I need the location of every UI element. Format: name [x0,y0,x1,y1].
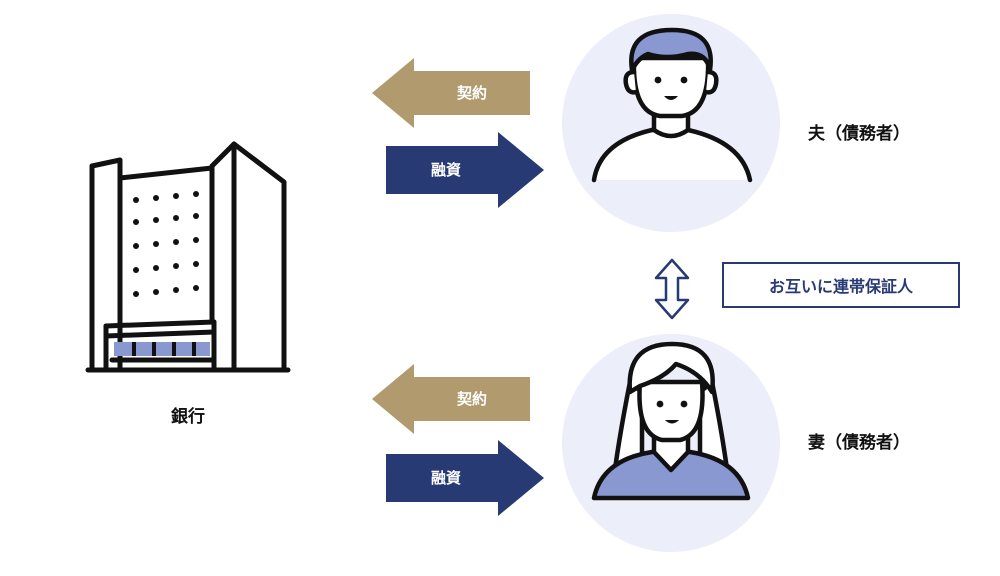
husband-avatar [560,12,782,234]
double-arrow-icon [654,258,690,320]
husband-loan-arrow: 融資 [386,132,544,208]
bank-building-icon [84,138,294,378]
mutual-guarantor-label: お互いに連帯保証人 [722,262,960,308]
husband-contract-arrow: 契約 [372,58,530,128]
husband-contract-label: 契約 [456,84,487,102]
husband-loan-label: 融資 [430,161,461,179]
wife-avatar [560,332,782,554]
husband-label: 夫（債務者） [808,124,910,144]
bank-label: 銀行 [171,407,205,427]
wife-contract-arrow: 契約 [372,364,530,434]
wife-loan-arrow: 融資 [386,440,544,516]
wife-contract-label: 契約 [456,390,487,408]
wife-loan-label: 融資 [430,469,461,487]
wife-label: 妻（債務者） [808,433,910,453]
